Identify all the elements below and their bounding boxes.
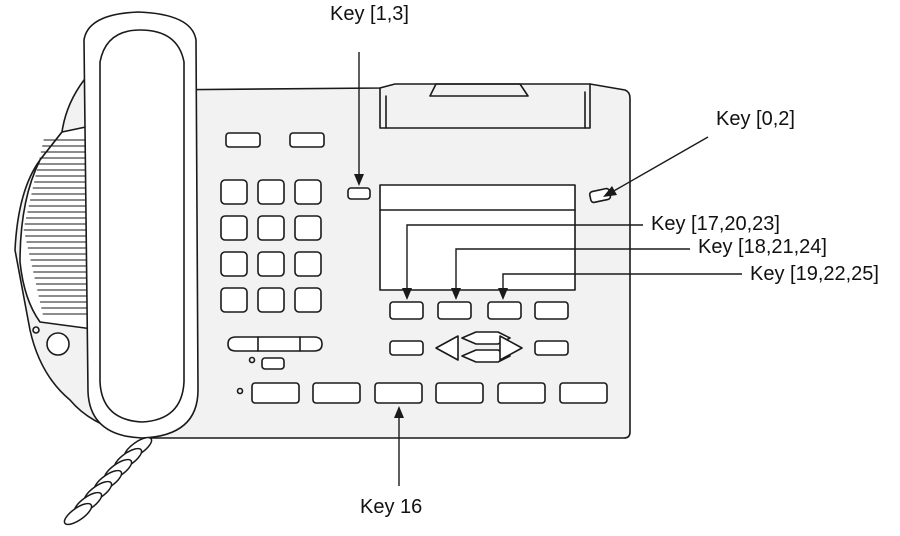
volume-bar[interactable] [227,336,323,352]
dial-key[interactable] [220,251,248,277]
dial-key[interactable] [294,179,322,205]
label-key-16: Key 16 [360,496,422,518]
dial-key[interactable] [294,215,322,241]
soft-key-2[interactable] [437,301,472,320]
display-housing [379,83,591,129]
dial-key[interactable] [257,287,285,313]
small-button[interactable] [261,357,285,370]
soft-key-3[interactable] [487,301,522,320]
dial-key[interactable] [257,179,285,205]
bottom-key-4[interactable] [435,382,484,404]
arrow-key-17-20-23 [402,288,412,300]
indicator-led [32,326,40,334]
round-button[interactable] [46,332,70,356]
cord-coil [63,502,93,526]
dial-key[interactable] [220,179,248,205]
dial-key[interactable] [294,251,322,277]
dial-key[interactable] [220,287,248,313]
display-screen [379,184,576,291]
handset [83,11,199,439]
dial-key[interactable] [257,251,285,277]
arrow-key-16 [394,406,404,418]
dial-key[interactable] [257,215,285,241]
bottom-key-2[interactable] [312,382,361,404]
label-key-19-22-25: Key [19,22,25] [750,263,879,285]
small-led [248,356,256,364]
label-key-0-2: Key [0,2] [716,108,795,130]
bottom-key-6[interactable] [559,382,608,404]
arrow-key-1-3 [354,174,364,186]
coiled-cord [63,436,153,526]
label-key-18-21-24: Key [18,21,24] [698,236,827,258]
callout-line-key-17-20-23 [406,224,643,292]
bottom-key-5[interactable] [497,382,546,404]
arrow-key-19-22-25 [498,288,508,300]
top-key-left[interactable] [225,132,261,148]
nav-pad[interactable] [435,331,523,363]
nav-right-key[interactable] [534,340,569,356]
bottom-key-1[interactable] [251,382,300,404]
soft-key-1[interactable] [389,301,424,320]
dial-key[interactable] [220,215,248,241]
arrow-key-18-21-24 [451,288,461,300]
dial-key[interactable] [294,287,322,313]
top-key-right[interactable] [289,132,325,148]
dial-pad [220,179,322,313]
nav-left-key[interactable] [389,340,424,356]
label-key-1-3: Key [1,3] [330,3,409,25]
soft-key-4[interactable] [534,301,569,320]
callout-line-key-18-21-24 [455,248,690,292]
arrow-key-0-2 [603,186,617,197]
label-key-17-20-23: Key [17,20,23] [651,213,780,235]
callout-line-key-19-22-25 [502,273,742,292]
bottom-led [236,387,244,395]
callout-line-key-0-2 [611,136,709,193]
key-1-3[interactable] [347,187,371,200]
key-16[interactable] [374,382,423,404]
